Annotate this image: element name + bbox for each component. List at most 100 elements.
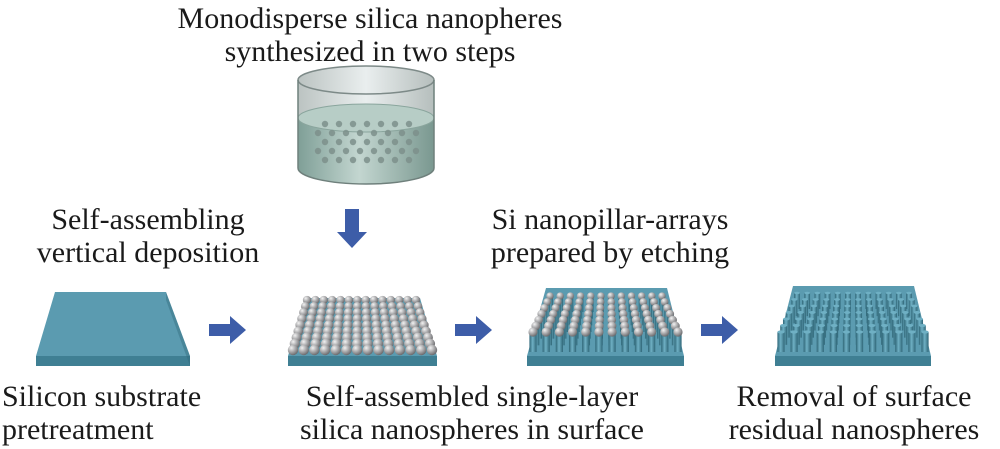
pillar-top bbox=[818, 323, 825, 328]
nanosphere-dot bbox=[349, 120, 357, 128]
pillar-top bbox=[832, 311, 839, 314]
pillar-top bbox=[830, 323, 838, 328]
nanosphere-dot bbox=[321, 156, 329, 164]
pillar-cap-sphere bbox=[554, 327, 564, 337]
nanopillar bbox=[595, 332, 603, 352]
pillar-cap-sphere bbox=[617, 292, 625, 300]
nanosphere bbox=[287, 344, 299, 356]
pillar-top bbox=[777, 330, 785, 334]
pillar-top bbox=[867, 311, 874, 314]
nanosphere bbox=[352, 308, 362, 317]
pillar-top bbox=[803, 330, 811, 334]
silicon-substrate bbox=[36, 292, 190, 366]
step-2-line-2: silica nanospheres in surface bbox=[299, 413, 645, 446]
nanosphere-dot bbox=[405, 120, 413, 128]
pillar-top bbox=[906, 291, 912, 295]
pillar-cap-sphere bbox=[587, 292, 595, 300]
pillar-cap-sphere bbox=[576, 292, 585, 300]
nanosphere-dot bbox=[314, 129, 322, 137]
nanosphere-dot bbox=[328, 147, 336, 155]
pillar-cap-sphere bbox=[639, 298, 648, 306]
pillar-cap-sphere bbox=[581, 327, 591, 337]
pillar-cap-sphere bbox=[650, 298, 658, 306]
pillar-cap-sphere bbox=[566, 292, 575, 300]
pillar-top bbox=[855, 304, 862, 308]
pillar-top bbox=[877, 304, 884, 308]
pillar-top bbox=[814, 291, 821, 295]
nanosphere bbox=[353, 295, 362, 305]
pillar-cap-sphere bbox=[637, 292, 646, 300]
nanopillar bbox=[568, 332, 577, 352]
pillar-cap-sphere bbox=[543, 298, 552, 306]
pillar-top bbox=[792, 323, 800, 328]
step-3-label: Removal of surface residual nanospheres bbox=[712, 380, 996, 446]
pillar-cap-sphere bbox=[586, 298, 594, 306]
pillar-cap-sphere bbox=[596, 298, 605, 306]
right-arrow-icon-1 bbox=[209, 316, 246, 344]
beaker-outline bbox=[297, 80, 435, 185]
nanopillar bbox=[908, 332, 916, 352]
pillar-top bbox=[791, 298, 798, 301]
pillar-cap-sphere bbox=[660, 298, 669, 306]
nanosphere-dot bbox=[370, 129, 378, 137]
pillar-top bbox=[844, 298, 851, 301]
etching-caption: Si nanopillar-arrays prepared by etching bbox=[460, 203, 760, 269]
etching-caption-line-2: prepared by etching bbox=[490, 236, 730, 269]
nanopillar bbox=[882, 332, 890, 352]
pillar-cap-sphere bbox=[607, 327, 617, 337]
nanopillar-array-capped bbox=[528, 292, 683, 352]
nanosphere bbox=[426, 344, 438, 356]
nanopillar bbox=[790, 332, 798, 352]
pillar-top bbox=[833, 304, 840, 308]
deposition-caption-line-2: vertical deposition bbox=[36, 236, 260, 269]
pillar-cap-sphere bbox=[607, 304, 616, 312]
pillar-top bbox=[855, 298, 862, 301]
nanopillar bbox=[542, 332, 550, 352]
nanosphere-dot bbox=[321, 138, 329, 146]
nanosphere-dot bbox=[398, 147, 406, 155]
pillar-top bbox=[913, 311, 921, 314]
nanopillar bbox=[621, 332, 629, 352]
nanosphere-dot bbox=[412, 147, 420, 155]
step-1-label: Silicon substrate pretreatment bbox=[2, 380, 201, 446]
pillar-cap-sphere bbox=[567, 327, 578, 337]
nanosphere-dot bbox=[356, 129, 364, 137]
pillar-cap-sphere bbox=[585, 304, 594, 312]
step-1-line-2: pretreatment bbox=[2, 413, 154, 446]
pillar-top bbox=[868, 323, 876, 328]
pillar-top bbox=[855, 330, 864, 334]
pillar-cap-sphere bbox=[541, 327, 551, 337]
nanopillar bbox=[921, 332, 929, 352]
nanosphere-dot bbox=[335, 138, 343, 146]
nanosphere bbox=[336, 295, 345, 305]
nanopillar bbox=[674, 332, 682, 352]
nanosphere-monolayer bbox=[287, 295, 438, 356]
nanosphere-dot bbox=[335, 120, 343, 128]
nanosphere-dot bbox=[363, 120, 371, 128]
pillar-top bbox=[822, 304, 829, 308]
pillar-cap-sphere bbox=[647, 327, 657, 337]
pillar-top bbox=[916, 317, 924, 321]
pillar-top bbox=[904, 317, 911, 321]
nanopillar bbox=[855, 332, 864, 352]
nanosphere-dot bbox=[349, 156, 357, 164]
nanosphere-dot bbox=[335, 156, 343, 164]
beaker-nanospheres bbox=[314, 120, 420, 164]
nanosphere bbox=[361, 301, 371, 311]
pillar-top bbox=[855, 317, 863, 321]
pillar-cap-sphere bbox=[658, 292, 666, 300]
right-arrow-icon-3 bbox=[701, 316, 738, 344]
step-2-label: Self-assembled single-layer silica nanos… bbox=[272, 380, 672, 446]
nanosphere-dot bbox=[377, 156, 385, 164]
pillar-top bbox=[810, 304, 818, 308]
pillar-top bbox=[921, 330, 929, 334]
nanosphere bbox=[352, 301, 362, 311]
pillar-cap-sphere bbox=[627, 292, 636, 300]
pillar-top bbox=[869, 330, 877, 334]
pillar-top bbox=[843, 311, 851, 314]
pillar-cap-sphere bbox=[594, 327, 604, 337]
nanosphere-dot bbox=[363, 156, 371, 164]
pillar-cap-sphere bbox=[607, 292, 615, 300]
nanosphere bbox=[394, 344, 406, 356]
